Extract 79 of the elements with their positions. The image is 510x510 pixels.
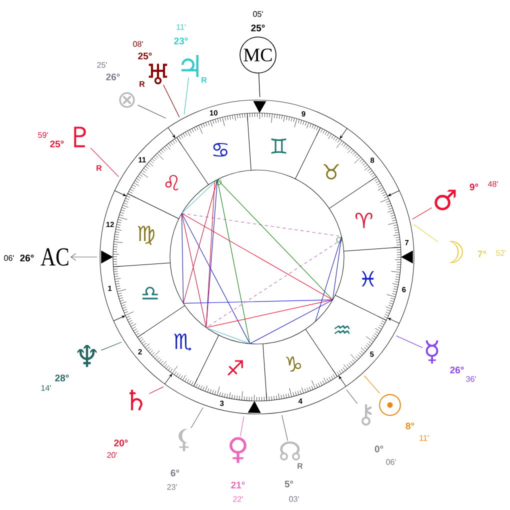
minute-label: 52'	[496, 250, 506, 256]
zodiac-sign: ♐	[228, 360, 243, 376]
degree-label: 5°	[284, 480, 294, 488]
minute-label: 36'	[466, 376, 476, 382]
degree-label: 9°	[470, 184, 478, 190]
leader-line	[190, 407, 204, 428]
minute-label: 11'	[420, 435, 429, 441]
leader-line	[90, 148, 119, 178]
leader-line	[240, 416, 244, 437]
planet-symbol: ♆	[77, 345, 97, 367]
planet-symbol: ♅	[148, 64, 168, 84]
leader-line	[184, 77, 189, 115]
zodiac-sign: ♏	[174, 333, 192, 351]
leader-line	[282, 414, 288, 442]
zodiac-sign: ♉	[324, 164, 339, 180]
zodiac-sign: ♑	[286, 356, 302, 372]
leader-line	[364, 375, 380, 394]
planet-symbol: ♂	[434, 190, 456, 210]
planet-symbol: ☉	[379, 394, 401, 416]
degree-label: 25°	[138, 52, 152, 60]
minute-label: 08'	[133, 41, 143, 47]
leader-line	[412, 207, 432, 220]
planet-symbol: ♇	[74, 126, 86, 148]
leader-line	[413, 224, 438, 242]
degree-label: 25°	[251, 24, 265, 32]
planet-symbol: ☿	[426, 340, 438, 364]
degree-label: 20°	[114, 440, 128, 446]
retrograde-mark: R	[202, 77, 207, 83]
minute-label: 11'	[176, 24, 186, 30]
leader-line	[137, 104, 166, 119]
retrograde-mark: R	[140, 81, 145, 87]
minute-label: 06'	[386, 459, 396, 465]
minute-label: 23'	[167, 484, 177, 490]
planet-symbol: ⚷	[362, 404, 372, 426]
zodiac-sign: ♓	[362, 271, 374, 286]
planet-symbol: ⚸	[178, 428, 189, 452]
zodiac-sign: ♈	[355, 212, 372, 228]
planet-symbol: ♃	[182, 55, 198, 77]
degree-label: 23°	[174, 38, 188, 44]
zodiac-sign: ♋	[213, 142, 228, 157]
planet-symbol: ☊	[280, 442, 300, 460]
retrograde-mark: R	[298, 463, 303, 469]
minute-label: 59'	[38, 132, 48, 138]
degree-label: 0°	[374, 446, 384, 452]
degree-label: 8°	[406, 422, 414, 430]
minute-label: 05'	[253, 11, 263, 17]
degree-label: 28°	[55, 374, 69, 382]
minute-label: 03'	[289, 496, 299, 502]
degree-label: 26°	[20, 254, 34, 262]
minute-label: 22'	[233, 496, 243, 502]
zodiac-sign: ♍	[138, 226, 154, 245]
planet-symbol: ♄	[130, 390, 142, 410]
planet-symbol: ☽	[449, 241, 463, 263]
minute-label: 20'	[107, 452, 117, 458]
retrograde-mark: R	[96, 165, 102, 171]
leader-line	[100, 342, 122, 351]
leader-line	[148, 386, 164, 394]
zodiac-sign: ♎	[142, 286, 158, 300]
minute-label: 25'	[97, 62, 107, 68]
leader-line	[396, 336, 424, 348]
planet-symbol: ⊗	[119, 92, 135, 108]
minute-label: 48'	[488, 181, 498, 187]
leader-line	[346, 389, 358, 404]
degree-label: 26°	[450, 366, 464, 374]
minute-label: 14'	[41, 385, 51, 391]
planet-symbol: ♀	[230, 437, 246, 463]
ascendant-label: AC	[40, 248, 68, 266]
degree-label: 21°	[231, 482, 245, 488]
degree-label: 25°	[50, 140, 64, 148]
zodiac-sign: ♌	[165, 175, 178, 190]
degree-label: 7°	[478, 250, 486, 258]
leader-line	[70, 253, 98, 261]
leader-line	[163, 84, 180, 118]
degree-label: 6°	[170, 470, 180, 476]
zodiac-sign: ♒	[334, 325, 350, 334]
degree-label: 26°	[106, 74, 120, 80]
zodiac-sign: ♊	[271, 138, 286, 154]
leader-line	[258, 73, 260, 98]
minute-label: 06'	[4, 255, 14, 261]
